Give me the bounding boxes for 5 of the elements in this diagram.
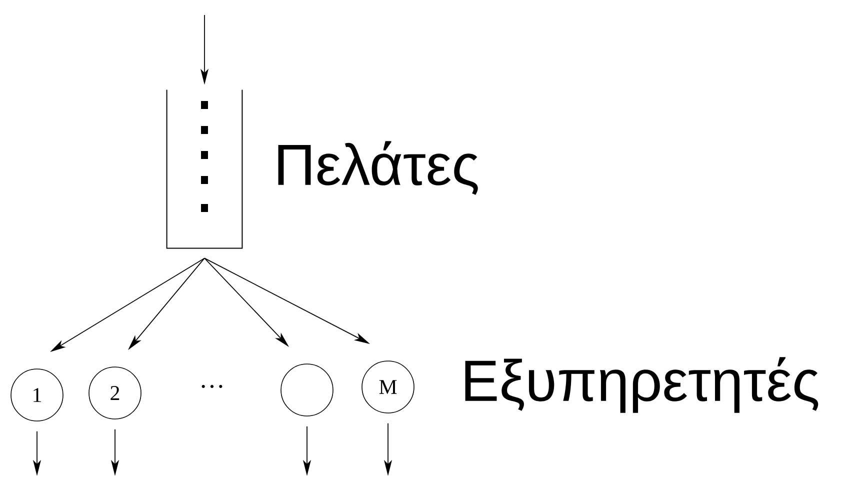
server-circle xyxy=(280,364,334,416)
queue-label: Πελάτες xyxy=(278,141,478,195)
ellipsis-dots: ··· xyxy=(202,384,222,388)
queue-drawing xyxy=(166,89,243,249)
servers-label: Εξυπηρετητές xyxy=(465,357,818,413)
